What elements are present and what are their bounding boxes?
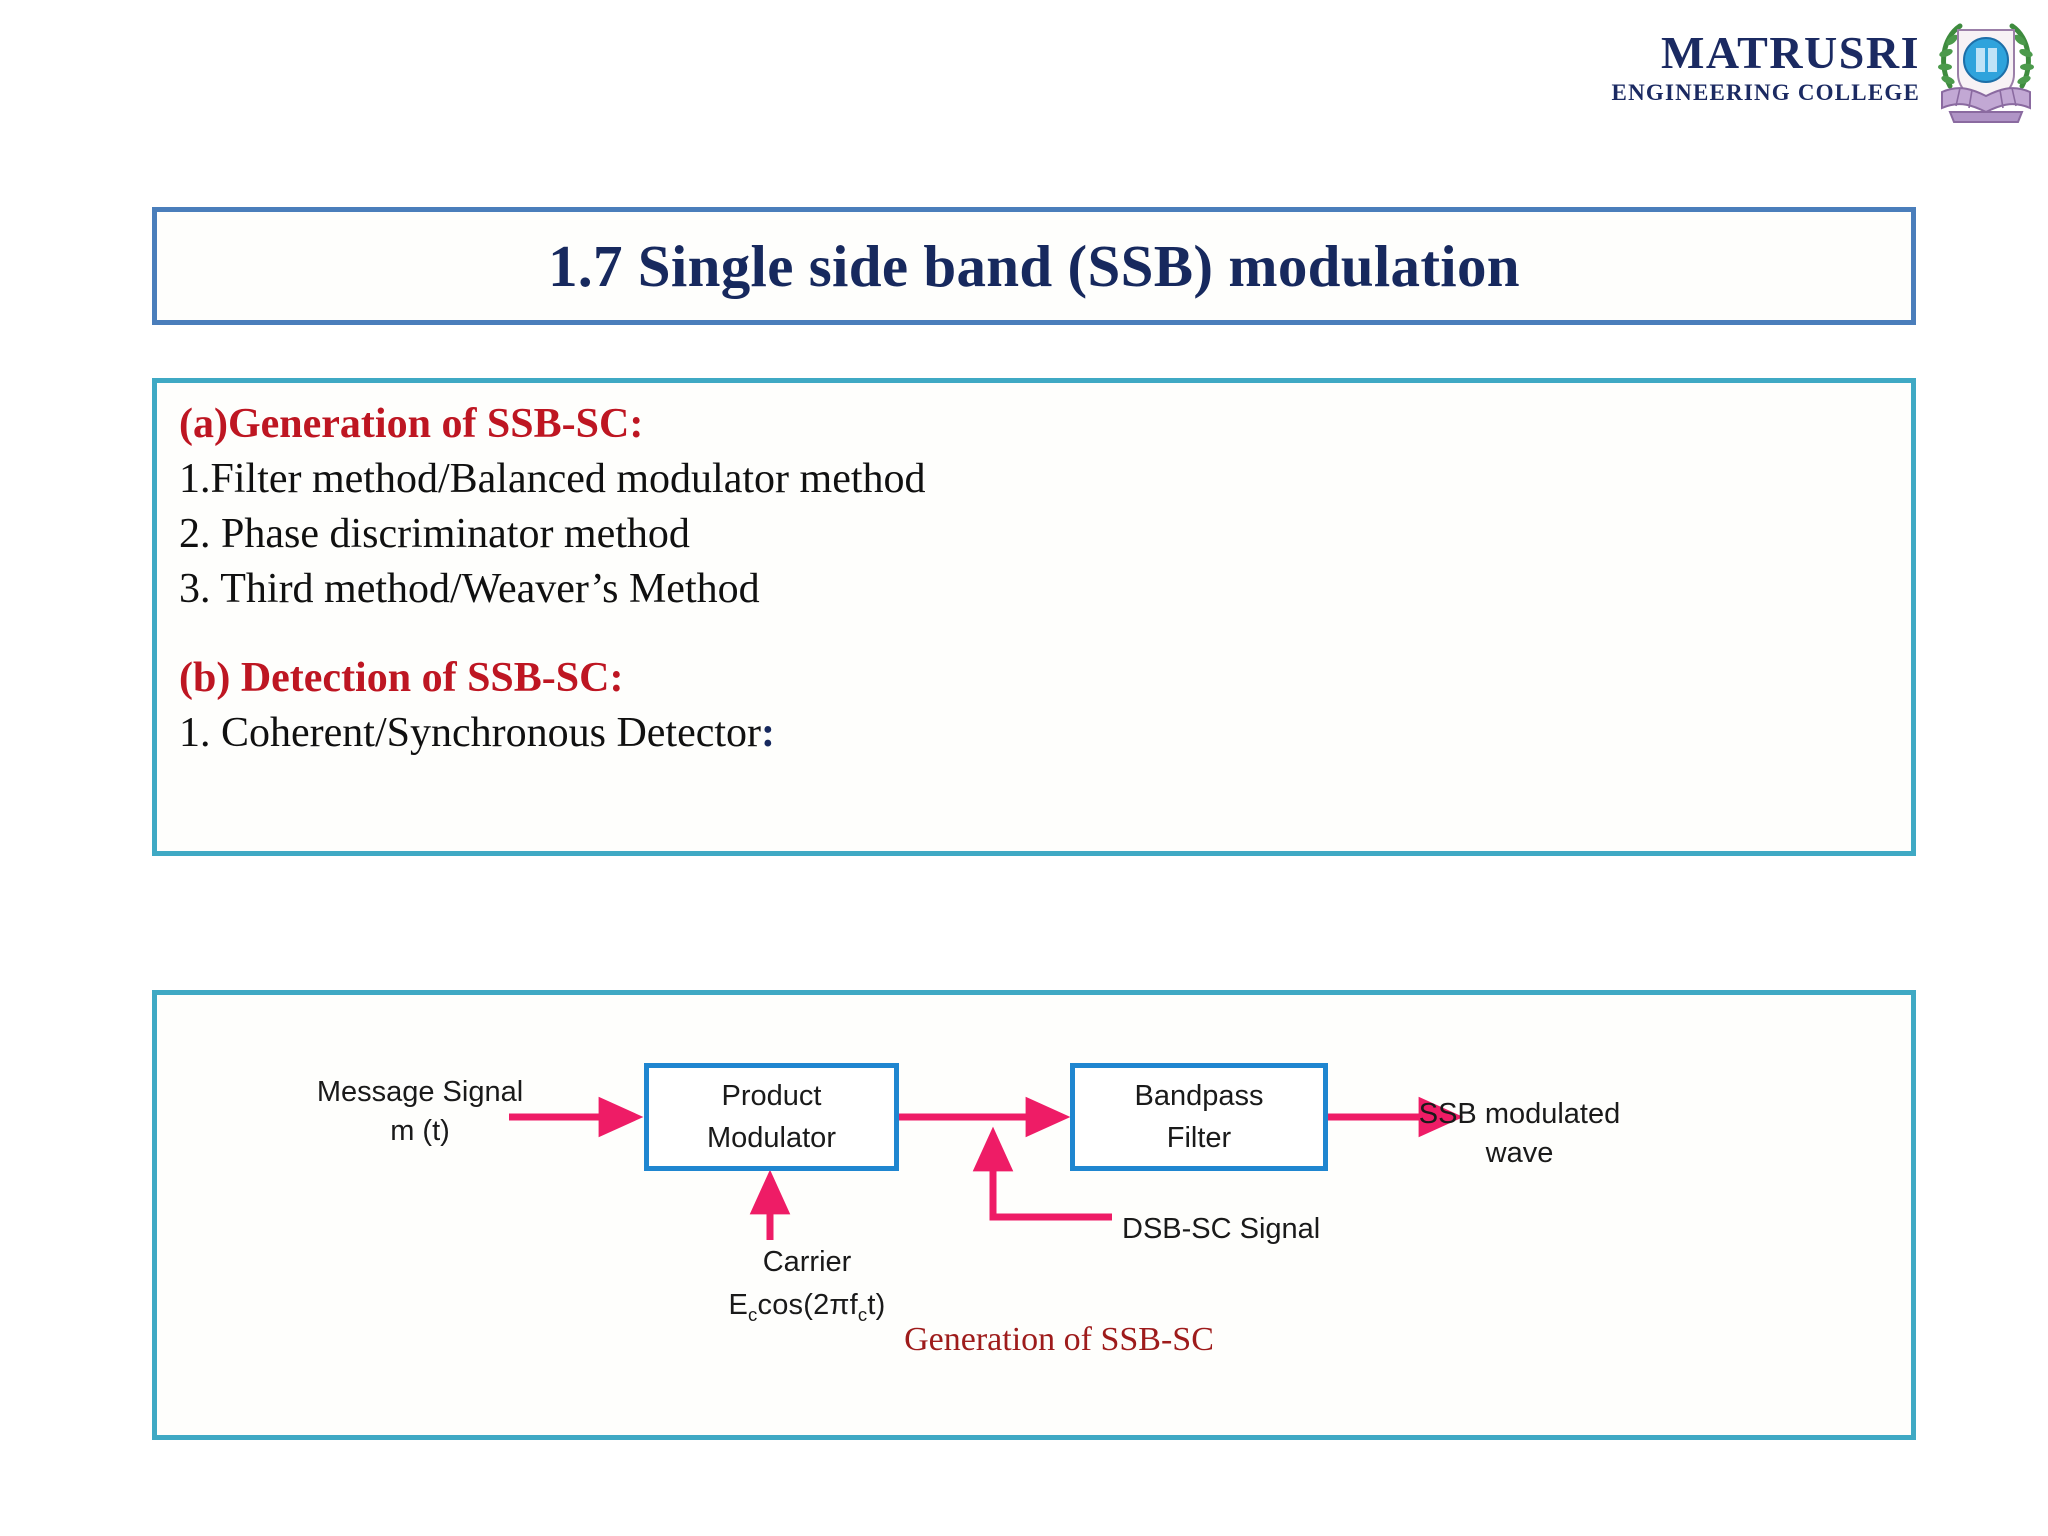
institution-subtitle: ENGINEERING COLLEGE bbox=[1611, 80, 1920, 105]
section-a-heading: (a)Generation of SSB-SC: bbox=[179, 401, 644, 447]
label-carrier-line1: Carrier bbox=[762, 1246, 852, 1278]
section-b-item-1-colon: : bbox=[761, 710, 776, 757]
college-branding: MATRUSRI ENGINEERING COLLEGE bbox=[1612, 8, 2042, 126]
block-bandpass-filter-line2: Filter bbox=[1166, 1122, 1232, 1154]
label-message-signal-line2: m (t) bbox=[390, 1115, 450, 1148]
diagram-caption: Generation of SSB-SC bbox=[157, 1321, 1911, 1359]
label-ssb-output-line1: SSB modulated bbox=[1418, 1098, 1621, 1130]
carrier-formula-pre: E bbox=[728, 1289, 749, 1322]
section-gap bbox=[179, 617, 1911, 651]
label-message-signal-line1: Message Signal bbox=[316, 1076, 524, 1108]
carrier-formula-sub2: c bbox=[857, 1303, 868, 1325]
section-a-item-2: 2. Phase discriminator method bbox=[179, 511, 690, 558]
section-b-heading: (b) Detection of SSB-SC: bbox=[179, 655, 624, 702]
label-message-signal: Message Signal m (t) bbox=[315, 1073, 525, 1151]
label-carrier-formula: Eccos(2πfct) bbox=[697, 1286, 917, 1327]
block-product-modulator-line2: Modulator bbox=[707, 1122, 836, 1154]
content-panel: (a)Generation of SSB-SC: 1.Filter method… bbox=[152, 378, 1916, 856]
diagram-connectors bbox=[509, 1096, 1464, 1240]
block-product-modulator: Product Modulator bbox=[644, 1063, 899, 1171]
arrow-dsbsc-tap bbox=[972, 1126, 1112, 1221]
block-product-modulator-line1: Product bbox=[721, 1079, 822, 1112]
label-dsb-sc-signal: DSB-SC Signal bbox=[1122, 1213, 1321, 1245]
section-a-item-3: 3. Third method/Weaver’s Method bbox=[179, 566, 760, 613]
label-ssb-output: SSB modulated wave bbox=[1412, 1095, 1627, 1173]
diagram-panel: Product Modulator Bandpass Filter Messag… bbox=[152, 990, 1916, 1440]
carrier-formula-sub1: c bbox=[748, 1303, 758, 1325]
label-ssb-output-line2: wave bbox=[1485, 1137, 1554, 1170]
page-title: 1.7 Single side band (SSB) modulation bbox=[548, 232, 1520, 299]
college-name-block: MATRUSRI ENGINEERING COLLEGE bbox=[1611, 27, 1920, 105]
college-emblem-icon bbox=[1930, 8, 2042, 126]
carrier-formula-post: t) bbox=[867, 1289, 886, 1322]
section-b-item-1: 1. Coherent/Synchronous Detector: bbox=[179, 706, 1911, 761]
institution-name: MATRUSRI bbox=[1660, 27, 1920, 78]
slide-title-box: 1.7 Single side band (SSB) modulation bbox=[152, 207, 1916, 325]
section-b-item-1-text: 1. Coherent/Synchronous Detector bbox=[179, 710, 762, 757]
section-a-item-1: 1.Filter method/Balanced modulator metho… bbox=[179, 456, 926, 503]
label-carrier: Carrier Eccos(2πfct) bbox=[697, 1243, 917, 1327]
block-bandpass-filter: Bandpass Filter bbox=[1070, 1063, 1328, 1171]
diagram-caption-text: Generation of SSB-SC bbox=[904, 1321, 1214, 1358]
block-bandpass-filter-line1: Bandpass bbox=[1134, 1079, 1264, 1112]
carrier-formula-mid: cos(2πf bbox=[757, 1289, 858, 1322]
